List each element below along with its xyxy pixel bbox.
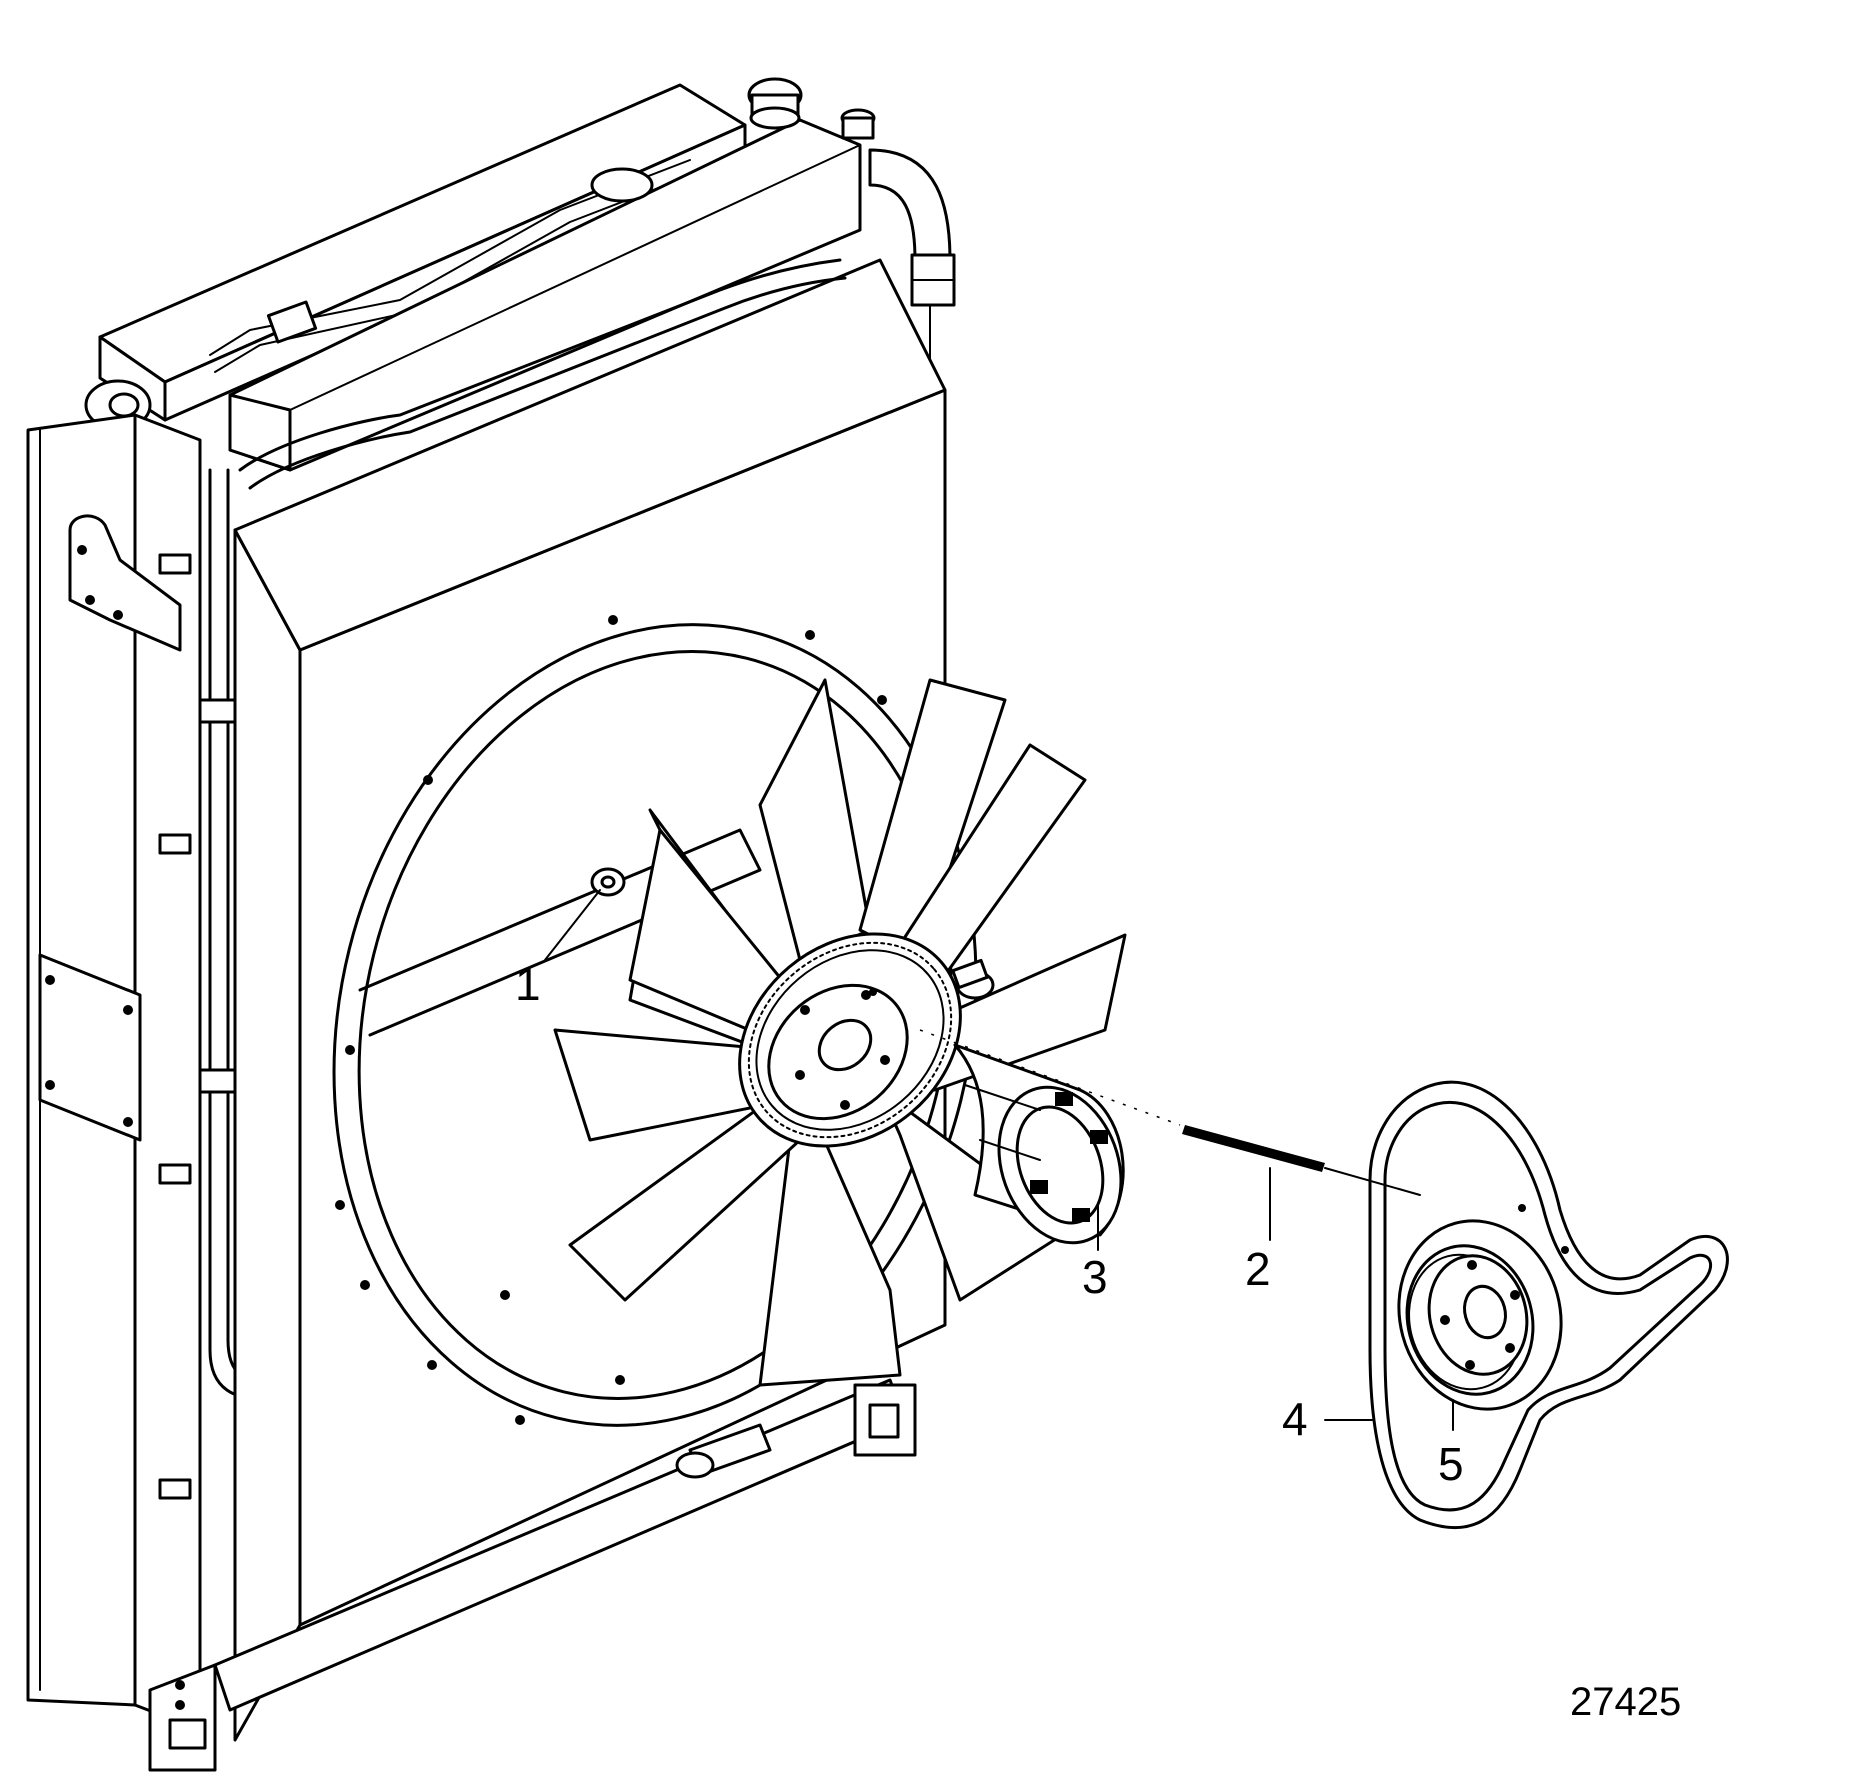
fan-bolt — [919, 1029, 1421, 1196]
figure-number: 27425 — [1570, 1680, 1681, 1724]
callout-label-1: 1 — [515, 958, 541, 1010]
ring-bolts — [335, 615, 887, 1425]
callout-label-4: 4 — [1282, 1393, 1308, 1445]
callout-label-5: 5 — [1438, 1438, 1464, 1490]
callout-label-3: 3 — [1082, 1251, 1108, 1303]
callout-label-2: 2 — [1245, 1243, 1271, 1295]
side-clamps — [158, 553, 262, 1500]
drive-belt-and-pulley — [1368, 1080, 1729, 1530]
fan-spacer — [953, 1043, 1125, 1245]
fan-assembly — [553, 678, 1127, 1387]
callouts: 1 2 3 4 5 — [515, 889, 1464, 1490]
